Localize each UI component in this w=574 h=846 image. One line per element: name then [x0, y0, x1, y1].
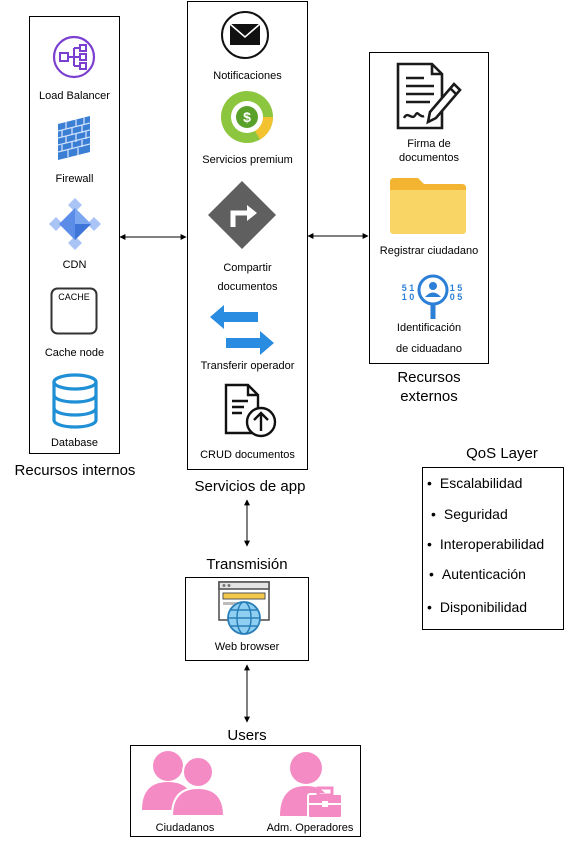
external-resources-caption-line2: externos: [400, 388, 458, 405]
cache-node-icon: [50, 287, 98, 335]
load-balancer-icon: [52, 35, 96, 79]
id-digits-right-bottom: 0 5: [449, 292, 463, 302]
qos-title: QoS Layer: [466, 445, 538, 462]
adm-operadores-label: Adm. Operadores: [266, 822, 354, 834]
cache-node-label: Cache node: [44, 347, 105, 359]
folder-icon: [390, 178, 466, 234]
cache-icon-text: CACHE: [58, 292, 90, 302]
qos-item: Seguridad: [431, 506, 508, 522]
ciudadanos-label: Ciudadanos: [155, 822, 215, 834]
firma-line1-label: Firma de: [407, 138, 451, 150]
id-digits-left-bottom: 1 0: [401, 292, 415, 302]
database-label: Database: [50, 437, 99, 449]
crud-documentos-label: CRUD documentos: [200, 449, 295, 461]
identificacion-line2-label: de ciduadano: [395, 343, 463, 355]
compartir-label: Compartir: [223, 262, 272, 274]
share-icon: [208, 181, 276, 249]
web-browser-label: Web browser: [214, 641, 280, 653]
load-balancer-label: Load Balancer: [39, 90, 110, 102]
qos-list: Escalabilidad Seguridad Interoperabilida…: [427, 467, 567, 627]
firewall-label: Firewall: [55, 173, 94, 185]
mail-icon: [221, 11, 269, 59]
transmission-caption: Transmisión: [206, 556, 288, 573]
qos-item: Escalabilidad: [427, 475, 523, 491]
cdn-label: CDN: [62, 259, 87, 271]
svg-text:$: $: [243, 109, 251, 125]
users-caption: Users: [227, 727, 267, 744]
cdn-icon: [49, 198, 101, 250]
id-digits-left-top: 5 1: [401, 283, 415, 293]
transferir-operador-label: Transferir operador: [200, 360, 295, 372]
registrar-ciudadano-label: Registrar ciudadano: [379, 245, 479, 257]
qos-item: Autenticación: [429, 566, 526, 582]
document-sign-icon: [396, 62, 462, 130]
notificaciones-label: Notificaciones: [213, 70, 282, 82]
upload-document-icon: [224, 383, 277, 438]
operators-icon: [280, 752, 343, 819]
qos-item: Disponibilidad: [427, 599, 527, 615]
id-digits-right-top: 1 5: [449, 283, 463, 293]
transfer-icon: [210, 305, 274, 355]
identification-icon: [417, 274, 449, 319]
firma-line2-label: documentos: [399, 152, 459, 164]
money-icon: $: [221, 91, 273, 143]
identificacion-line1-label: Identificación: [396, 322, 462, 334]
database-icon: [52, 373, 98, 429]
ciudadanos-icon: [142, 751, 226, 817]
web-browser-icon: [218, 581, 270, 635]
internal-resources-caption: Recursos internos: [14, 462, 136, 479]
firewall-icon: [58, 116, 90, 160]
qos-item: Interoperabilidad: [427, 536, 544, 552]
servicios-premium-label: Servicios premium: [202, 154, 293, 166]
app-services-caption: Servicios de app: [194, 478, 306, 495]
documentos-label: documentos: [217, 281, 278, 293]
external-resources-caption-line1: Recursos: [397, 369, 461, 386]
